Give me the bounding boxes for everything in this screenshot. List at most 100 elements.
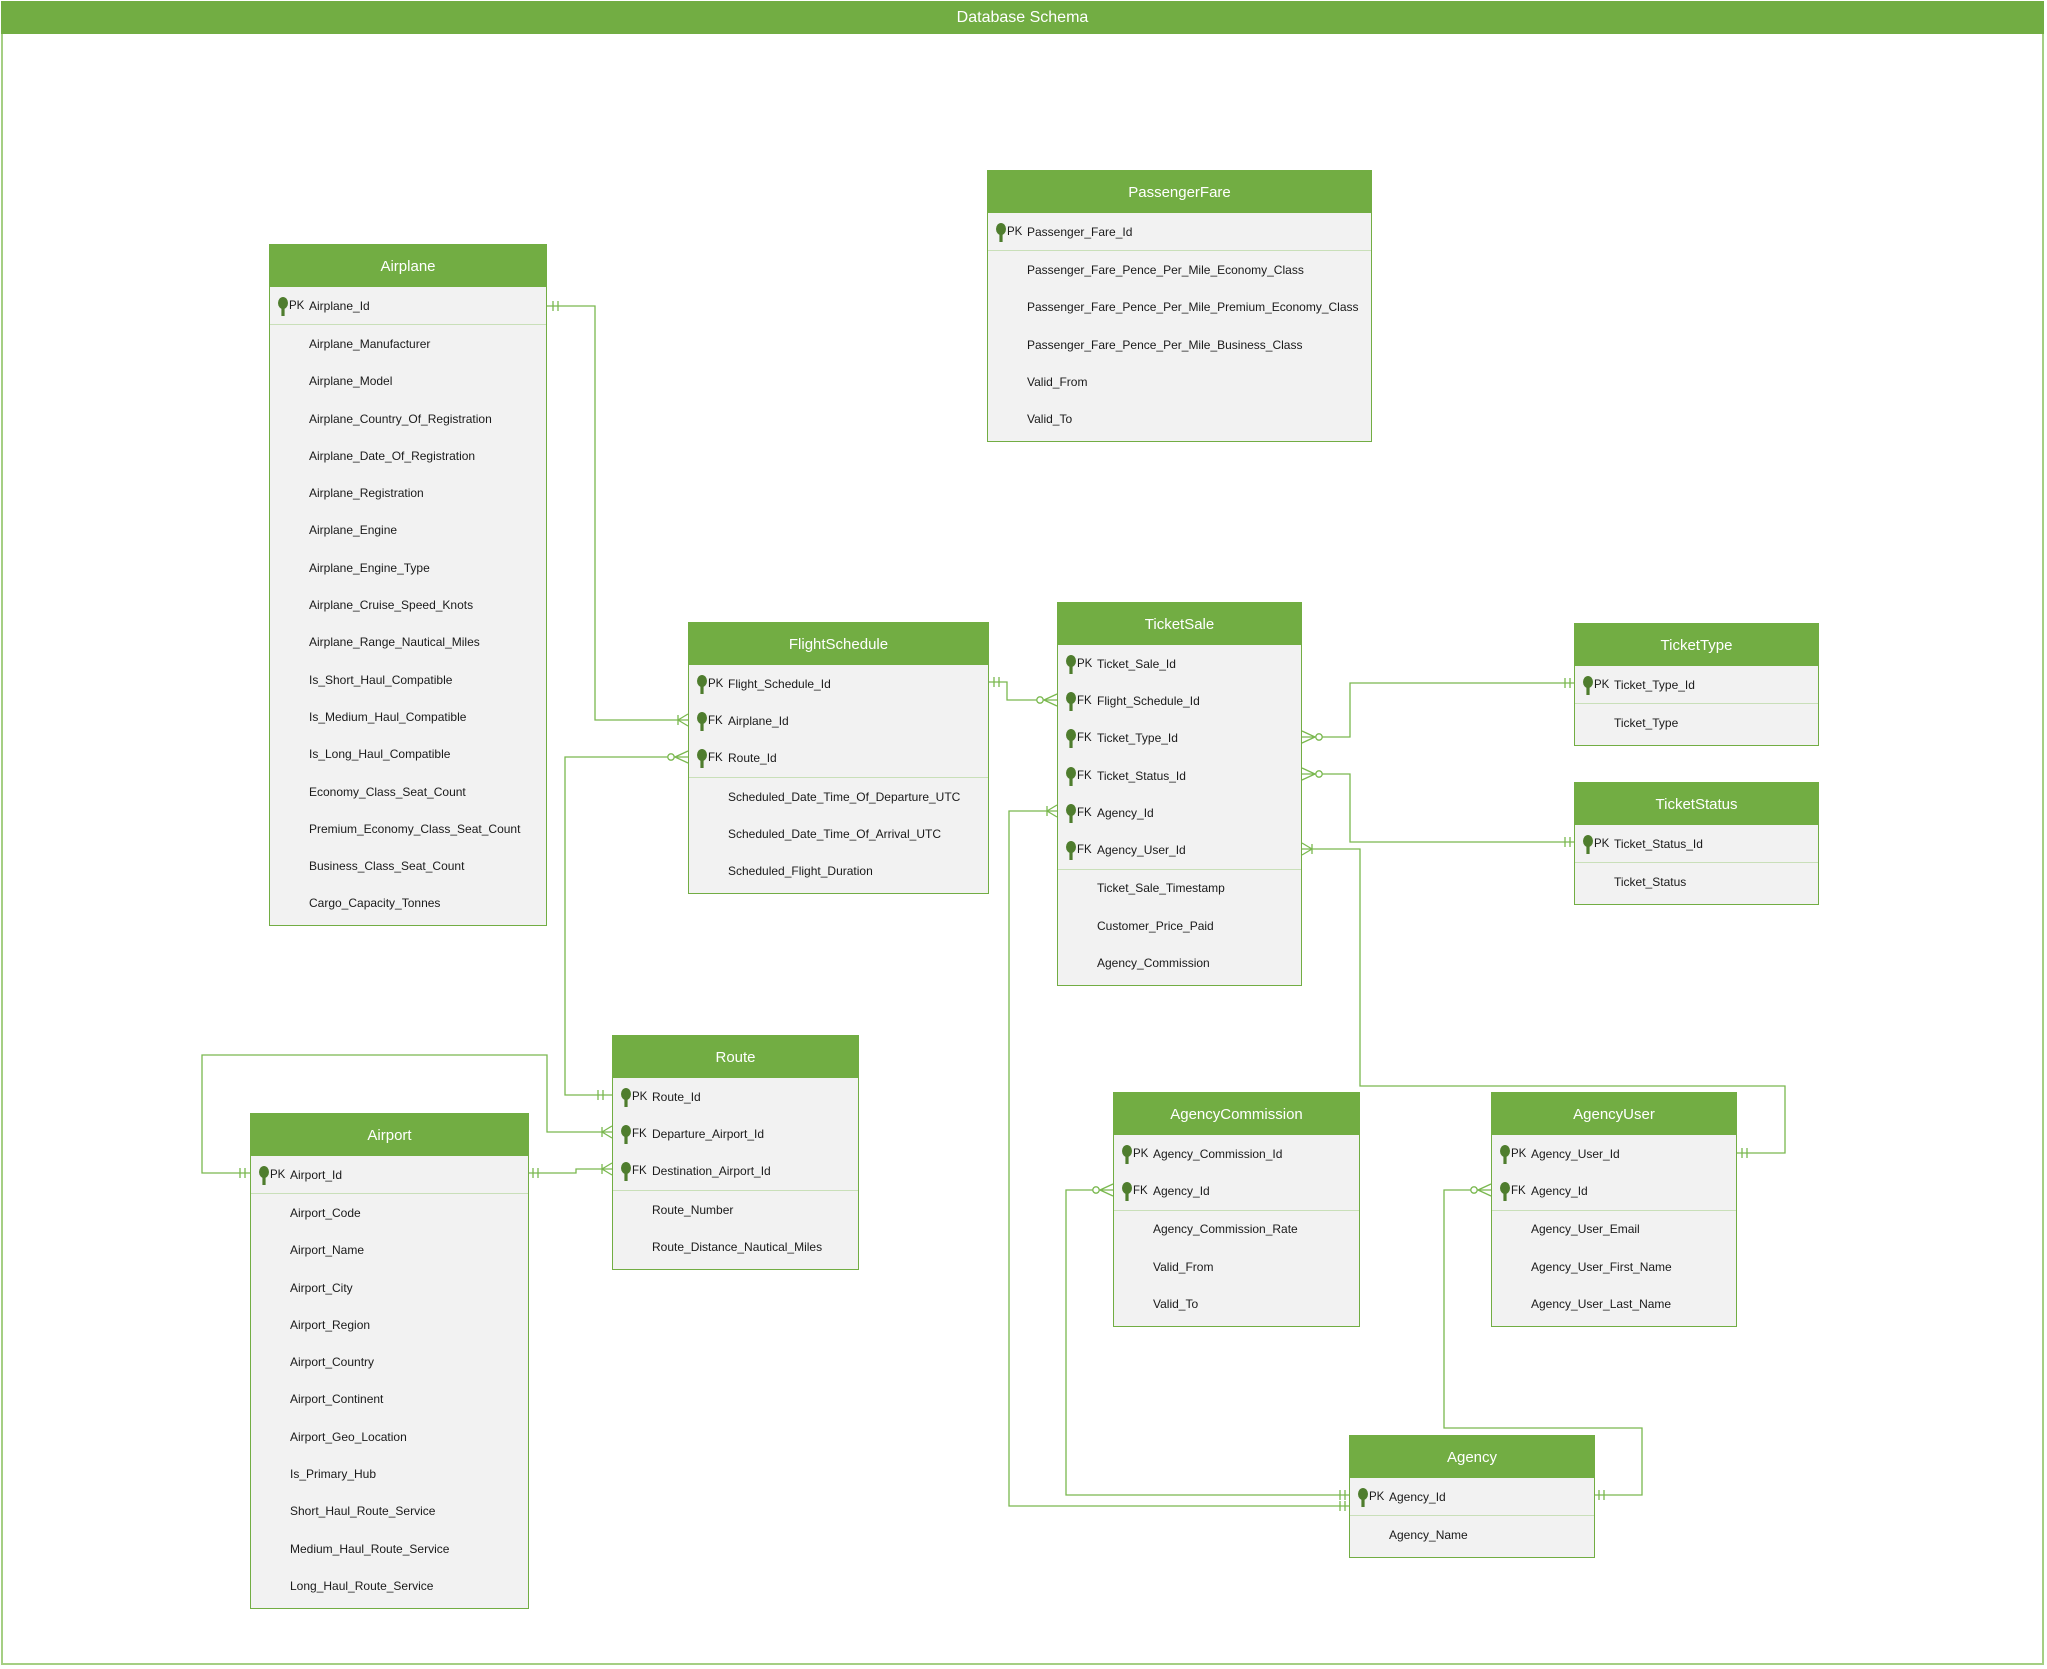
field-name: Economy_Class_Seat_Count xyxy=(309,784,466,799)
key-icon xyxy=(1116,1143,1138,1165)
relation-line-airport-route-destination xyxy=(528,1168,612,1174)
attribute-row: Airplane_Model xyxy=(270,363,546,400)
entity-title: TicketType xyxy=(1575,624,1818,666)
key-kind: FK xyxy=(1077,806,1092,819)
key-kind: FK xyxy=(1511,1184,1526,1197)
key-icon xyxy=(1060,653,1082,675)
relation-line-flightschedule-ticketsale xyxy=(988,681,1057,701)
attribute-row: Airplane_Cruise_Speed_Knots xyxy=(270,586,546,623)
key-kind: FK xyxy=(1077,769,1092,782)
attribute-row: Long_Haul_Route_Service xyxy=(251,1567,528,1604)
field-name: Long_Haul_Route_Service xyxy=(290,1578,434,1593)
key-icon xyxy=(272,295,294,317)
cardinality-one-or-many xyxy=(601,1125,613,1139)
key-kind: FK xyxy=(708,752,723,765)
field-name: Destination_Airport_Id xyxy=(652,1164,771,1179)
cardinality-one xyxy=(532,1168,539,1178)
attribute-row: Airplane_Engine xyxy=(270,512,546,549)
entity-title: FlightSchedule xyxy=(689,623,988,665)
cardinality-zero-or-many xyxy=(1477,1183,1492,1197)
cardinality-one xyxy=(1564,678,1571,688)
key-row: PK Passenger_Fare_Id xyxy=(988,213,1371,250)
attribute-row: Ticket_Status xyxy=(1575,862,1818,900)
field-name: Scheduled_Date_Time_Of_Departure_UTC xyxy=(728,789,961,804)
attribute-row: Agency_Commission xyxy=(1058,944,1301,981)
field-name: Ticket_Type_Id xyxy=(1614,677,1695,692)
field-name: Passenger_Fare_Id xyxy=(1027,224,1133,239)
field-name: Route_Id xyxy=(728,751,777,766)
entity-title: AgencyCommission xyxy=(1114,1093,1359,1135)
key-kind: PK xyxy=(289,299,305,312)
key-icon xyxy=(1116,1180,1138,1202)
cardinality-one xyxy=(597,1090,604,1100)
field-name: Valid_From xyxy=(1153,1259,1214,1274)
field-name: Passenger_Fare_Pence_Per_Mile_Economy_Cl… xyxy=(1027,262,1304,277)
field-name: Route_Distance_Nautical_Miles xyxy=(652,1239,823,1254)
field-name: Airplane_Registration xyxy=(309,486,424,501)
attribute-row: Passenger_Fare_Pence_Per_Mile_Premium_Ec… xyxy=(988,289,1371,326)
cardinality-zero-or-many xyxy=(1099,1183,1114,1197)
cardinality-one xyxy=(552,301,559,311)
key-icon xyxy=(615,1086,637,1108)
key-icon xyxy=(691,710,713,732)
relation-line-agencyuser-ticketsale xyxy=(1302,848,1786,1154)
field-name: Is_Long_Haul_Compatible xyxy=(309,747,451,762)
attribute-row: Airport_Code xyxy=(251,1193,528,1231)
field-name: Agency_Id xyxy=(1097,805,1154,820)
entity-title: Route xyxy=(613,1036,858,1078)
key-icon xyxy=(253,1164,275,1186)
field-name: Agency_Commission_Rate xyxy=(1153,1222,1298,1237)
field-name: Airplane_Engine_Type xyxy=(309,560,430,575)
key-kind: PK xyxy=(1511,1147,1527,1160)
key-kind: PK xyxy=(1007,225,1023,238)
key-icon xyxy=(1494,1143,1516,1165)
attribute-row: Business_Class_Seat_Count xyxy=(270,847,546,884)
key-kind: FK xyxy=(1133,1184,1148,1197)
field-name: Airport_Geo_Location xyxy=(290,1429,407,1444)
field-name: Airport_Code xyxy=(290,1205,361,1220)
attribute-row: Short_Haul_Route_Service xyxy=(251,1493,528,1530)
field-name: Airplane_Country_Of_Registration xyxy=(309,411,492,426)
field-name: Airport_Name xyxy=(290,1243,365,1258)
field-name: Is_Medium_Haul_Compatible xyxy=(309,709,467,724)
key-icon xyxy=(1494,1180,1516,1202)
field-name: Airplane_Id xyxy=(728,713,789,728)
field-name: Agency_User_Id xyxy=(1531,1146,1620,1161)
field-name: Airplane_Model xyxy=(309,374,393,389)
key-kind: FK xyxy=(632,1127,647,1140)
attribute-row: Ticket_Type xyxy=(1575,703,1818,741)
attribute-row: Economy_Class_Seat_Count xyxy=(270,773,546,810)
cardinality-one xyxy=(993,677,1000,687)
attribute-row: Is_Medium_Haul_Compatible xyxy=(270,698,546,735)
cardinality-one xyxy=(239,1168,246,1178)
cardinality-one-or-many xyxy=(601,1162,613,1176)
field-name: Agency_User_Last_Name xyxy=(1531,1296,1672,1311)
key-kind: PK xyxy=(1133,1147,1149,1160)
field-name: Agency_User_Id xyxy=(1097,843,1186,858)
field-name: Airplane_Date_Of_Registration xyxy=(309,448,476,463)
attribute-row: Route_Distance_Nautical_Miles xyxy=(613,1228,858,1265)
key-kind: FK xyxy=(1077,732,1092,745)
cardinality-one xyxy=(1339,1490,1346,1500)
entity-title: PassengerFare xyxy=(988,171,1371,213)
